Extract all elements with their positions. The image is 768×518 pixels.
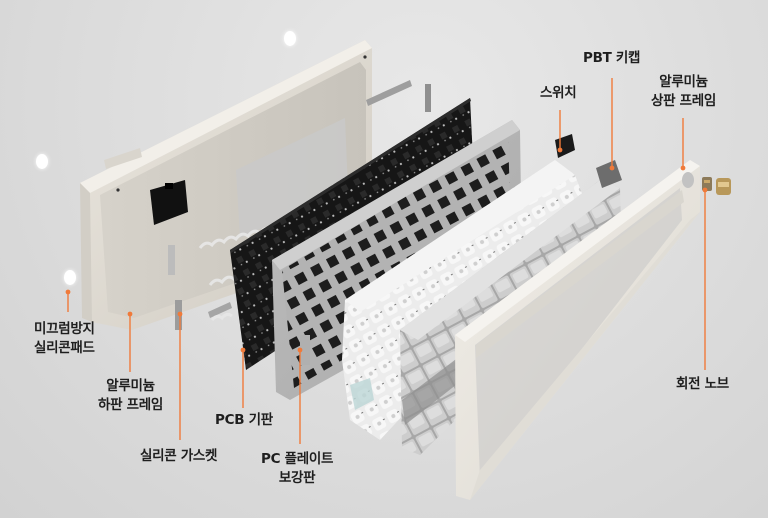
label-line: 보강판 — [278, 470, 316, 486]
label-bottom-frame: 알루미늄 하판 프레임 — [98, 377, 163, 415]
label-line: 하판 프레임 — [98, 397, 163, 413]
pc-plate — [272, 120, 522, 400]
label-anti-slip-pad: 미끄럼방지 실리콘패드 — [34, 320, 95, 358]
callout-dots — [65, 147, 708, 353]
rotary-knob — [702, 177, 731, 195]
label-silicone-gasket: 실리콘 가스켓 — [140, 447, 217, 466]
label-switch: 스위치 — [540, 84, 577, 103]
label-line: 실리콘 가스켓 — [140, 448, 218, 464]
label-line: 알루미늄 — [659, 74, 708, 90]
label-line: 실리콘패드 — [34, 340, 95, 356]
top-frame — [455, 160, 700, 500]
label-line: 알루미늄 — [106, 378, 155, 394]
label-line: 미끄럼방지 — [34, 321, 95, 337]
label-pcb: PCB 기판 — [215, 411, 273, 430]
light-reflection — [284, 31, 296, 46]
label-keycaps: PBT 키캡 — [583, 49, 640, 68]
label-rotary-knob: 회전 노브 — [676, 375, 729, 394]
callout-lines — [67, 78, 706, 444]
label-line: 상판 프레임 — [651, 93, 716, 109]
label-line: PC 플레이트 — [261, 451, 334, 467]
label-top-frame: 알루미늄 상판 프레임 — [651, 73, 716, 111]
label-line: PCB 기판 — [215, 412, 273, 428]
label-line: 스위치 — [540, 85, 577, 101]
label-pc-plate: PC 플레이트 보강판 — [261, 450, 333, 488]
light-reflection — [64, 270, 76, 285]
light-reflection — [36, 154, 48, 169]
label-line: PBT 키캡 — [583, 50, 641, 66]
label-line: 회전 노브 — [676, 376, 729, 392]
